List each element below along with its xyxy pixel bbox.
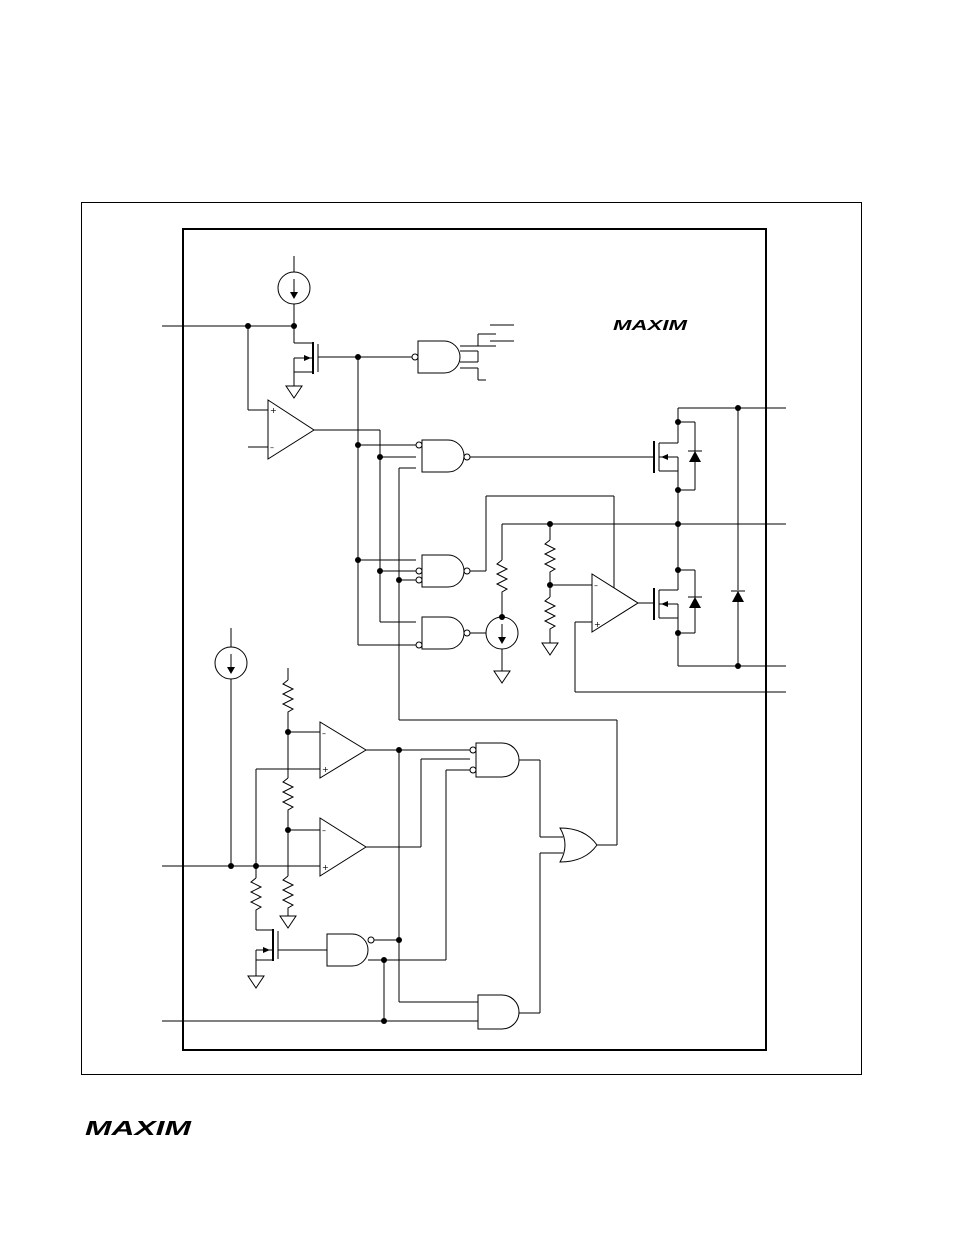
svg-text:+: +: [322, 863, 329, 872]
resistor-icon: [251, 878, 261, 930]
current-source-icon: [278, 272, 310, 304]
ground-icon: [248, 976, 264, 988]
resistor-icon: [283, 778, 293, 830]
svg-text:–: –: [594, 581, 598, 590]
mosfet-icon: [294, 342, 318, 374]
comparator-icon: – +: [320, 722, 366, 778]
nand-gate-icon: [422, 555, 464, 587]
current-source-icon: [215, 647, 247, 679]
nand-gate-icon: [422, 440, 464, 472]
nand-gate-icon: [327, 934, 368, 966]
and-gate-icon: [478, 995, 519, 1029]
mosfet-icon: [654, 441, 678, 473]
diode-icon: [688, 597, 702, 608]
resistor-icon: [283, 680, 293, 732]
mosfet-icon: [256, 929, 278, 961]
nand-gate-icon: [422, 617, 464, 649]
comparator-icon: – +: [320, 818, 366, 876]
chip-boundary: [183, 229, 766, 1050]
nand-gate-icon: [418, 341, 460, 373]
mosfet-icon: [654, 588, 678, 620]
comparator-icon: – +: [592, 574, 638, 632]
svg-text:+: +: [270, 406, 277, 415]
svg-text:–: –: [270, 443, 274, 452]
resistor-icon: [545, 540, 555, 585]
outer-frame: [82, 203, 862, 1075]
maxim-logo: MAXIM: [85, 1118, 193, 1140]
svg-text:+: +: [322, 765, 329, 774]
svg-text:–: –: [322, 826, 326, 835]
ground-icon: [280, 916, 296, 928]
comparator-icon: + –: [268, 400, 314, 459]
diode-icon: [688, 451, 702, 462]
ground-icon: [494, 671, 510, 683]
resistor-icon: [497, 560, 507, 598]
resistor-icon: [283, 876, 293, 916]
maxim-logo: MAXIM: [613, 317, 688, 334]
current-source-icon: [486, 617, 518, 649]
and-gate-icon: [476, 743, 519, 777]
svg-text:–: –: [322, 729, 326, 738]
svg-text:+: +: [594, 620, 601, 629]
diode-icon: [731, 591, 745, 602]
ground-icon: [542, 643, 558, 655]
resistor-icon: [545, 597, 555, 643]
or-gate-icon: [560, 828, 597, 862]
ground-icon: [286, 386, 302, 398]
